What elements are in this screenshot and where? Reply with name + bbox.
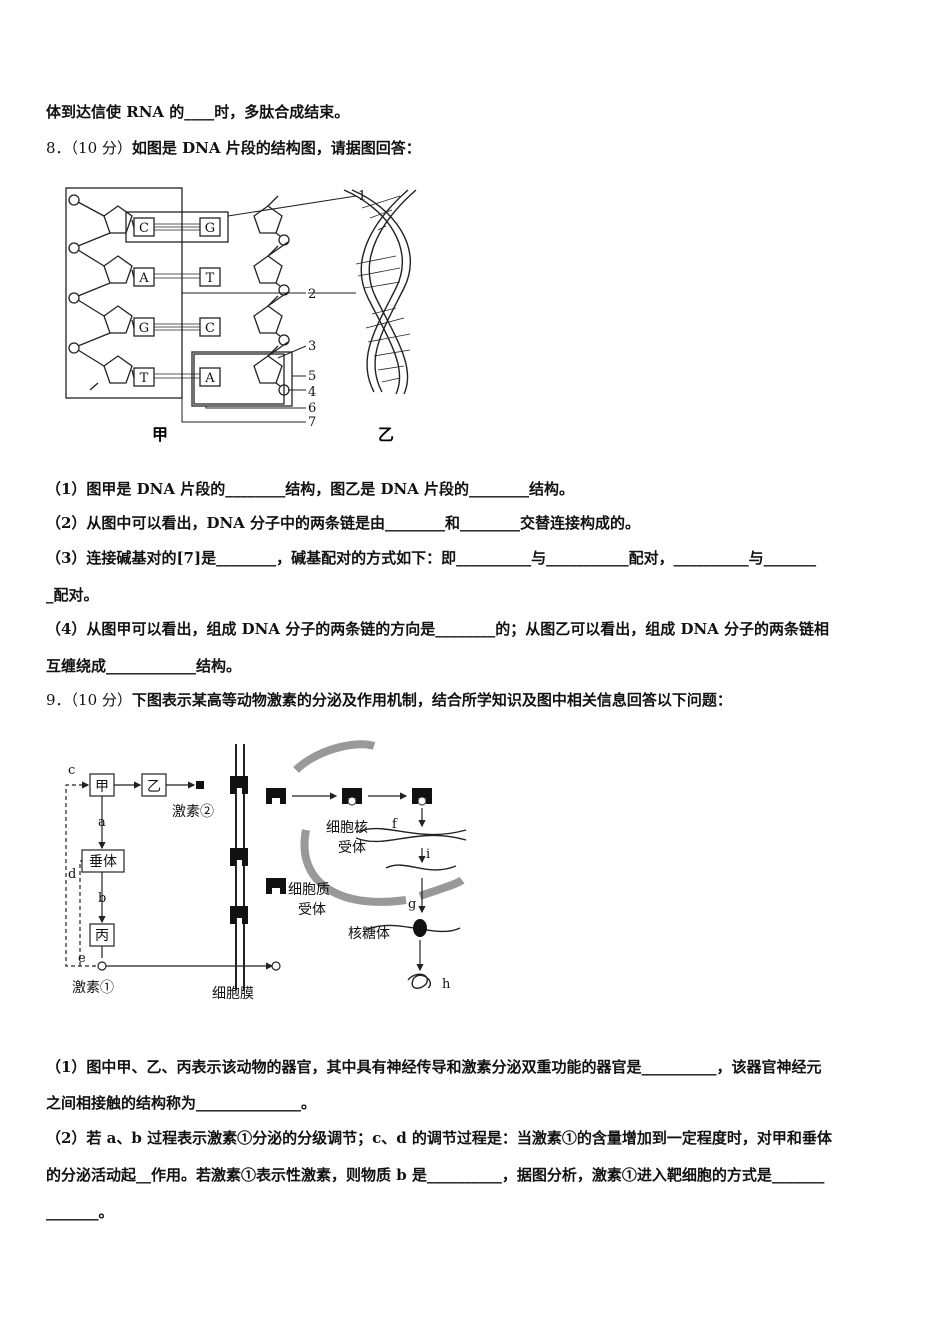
label-hormone1: 激素① (72, 979, 114, 996)
label-7: 7 (308, 415, 316, 430)
label-nuclear-receptor-1: 细胞核 (326, 820, 368, 836)
dna-structure-figure: C A G T G T C A 1 2 3 4 5 6 7 甲 乙 (65, 187, 417, 444)
q8-sub1: （1）图甲是 DNA 片段的________结构，图乙是 DNA 片段的____… (46, 480, 575, 498)
caption-yi: 乙 (378, 425, 394, 444)
q9-sub2-line3: _______。 (46, 1203, 114, 1221)
q8-number: 8．（10 分） (46, 139, 132, 157)
organ-yi: 乙 (147, 779, 161, 795)
label-4: 4 (308, 385, 316, 400)
letter-i: i (426, 847, 430, 862)
letter-h: h (442, 977, 451, 992)
q7-tail-text: 体到达信使 RNA 的____时，多肽合成结束。 (46, 103, 350, 121)
q8-prompt: 如图是 DNA 片段的结构图，请据图回答： (131, 139, 421, 157)
label-cytoplasm-receptor-1: 细胞质 (288, 882, 330, 898)
caption-jia: 甲 (152, 425, 168, 444)
base-right-1: G (205, 221, 215, 236)
base-right-3: C (205, 321, 215, 336)
q8-sub3-line2: _配对。 (46, 586, 99, 604)
organ-jia: 甲 (95, 779, 109, 795)
q9-sub1-line1: （1）图中甲、乙、丙表示该动物的器官，其中具有神经传导和激素分泌双重功能的器官是… (46, 1058, 822, 1076)
label-2: 2 (308, 287, 316, 302)
base-left-3: G (139, 321, 149, 336)
base-right-2: T (206, 271, 215, 286)
base-left-4: T (140, 371, 149, 386)
q9-sub2-line2: 的分泌活动起__作用。若激素①表示性激素，则物质 b 是__________，据… (46, 1166, 825, 1184)
letter-c: c (68, 763, 75, 778)
q9-number: 9．（10 分） (46, 691, 132, 709)
q9-prompt: 下图表示某高等动物激素的分泌及作用机制，结合所学知识及图中相关信息回答以下问题： (131, 691, 732, 709)
organ-bing: 丙 (95, 928, 109, 944)
letter-g: g (408, 897, 416, 912)
q8-sub4-line1: （4）从图甲可以看出，组成 DNA 分子的两条链的方向是________的；从图… (46, 620, 830, 638)
letter-d: d (68, 867, 76, 882)
q9-sub2-line1: （2）若 a、b 过程表示激素①分泌的分级调节；c、d 的调节过程是：当激素①的… (46, 1129, 832, 1147)
label-cytoplasm-receptor-2: 受体 (298, 902, 326, 918)
label-3: 3 (308, 339, 316, 354)
label-nuclear-receptor-2: 受体 (338, 840, 366, 856)
label-1: 1 (358, 189, 366, 204)
q8-sub3-line1: （3）连接碱基对的[7]是________，碱基配对的方式如下：即_______… (46, 549, 817, 567)
base-right-4: A (204, 371, 215, 386)
q9-header: 9．（10 分）下图表示某高等动物激素的分泌及作用机制，结合所学知识及图中相关信… (46, 690, 906, 710)
q8-sub2: （2）从图中可以看出，DNA 分子中的两条链是由________和_______… (46, 514, 641, 532)
letter-a: a (98, 815, 106, 830)
label-6: 6 (308, 401, 316, 416)
label-5: 5 (308, 369, 316, 384)
q8-header: 8．（10 分）如图是 DNA 片段的结构图，请据图回答： (46, 138, 906, 158)
base-left-1: C (139, 221, 149, 236)
letter-b: b (98, 891, 106, 906)
base-left-2: A (138, 271, 149, 286)
label-hormone2: 激素② (172, 803, 214, 820)
letter-f: f (392, 817, 398, 832)
label-membrane: 细胞膜 (212, 986, 254, 1002)
letter-e: e (78, 951, 86, 966)
hormone-mechanism-figure: 甲 乙 垂体 丙 激素② 激素① 细胞膜 细胞质 受体 细胞核 受体 核糖体 a… (65, 740, 467, 1002)
q8-sub4-line2: 互缠绕成____________结构。 (46, 657, 242, 675)
q9-sub1-line2: 之间相接触的结构称为______________。 (46, 1094, 317, 1112)
label-ribosome: 核糖体 (348, 926, 390, 942)
organ-chuiti: 垂体 (89, 854, 117, 870)
